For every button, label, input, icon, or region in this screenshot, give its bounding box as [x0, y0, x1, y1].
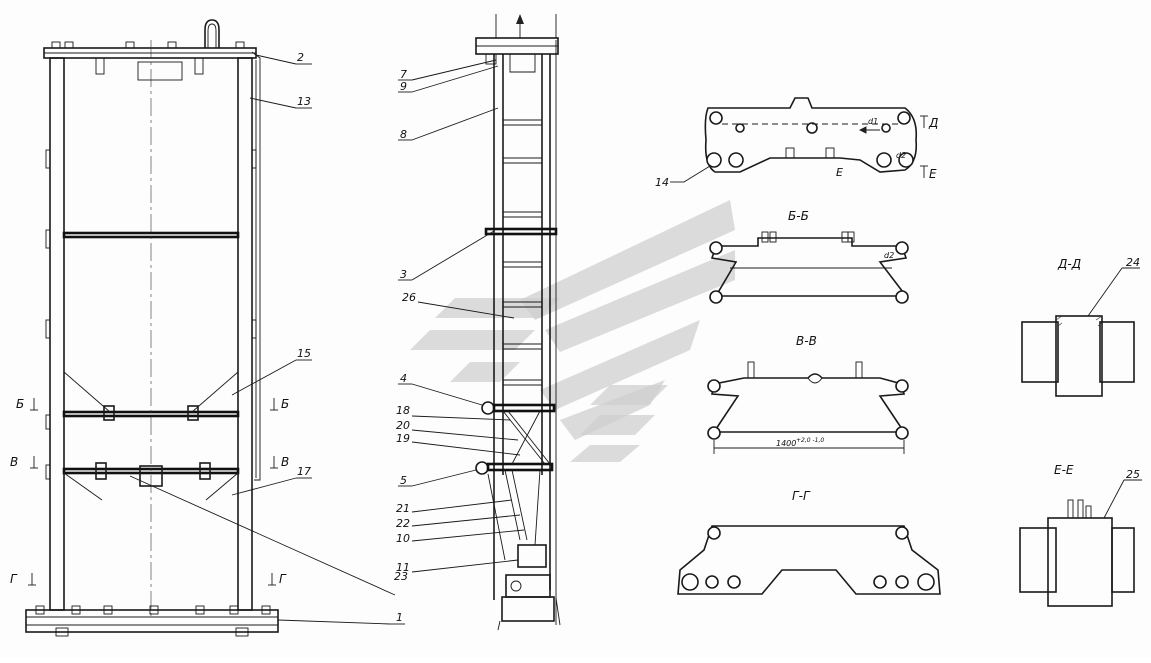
section-mark-v-left: В: [10, 455, 18, 469]
section-mark-g-left: Г: [10, 572, 18, 586]
section-bb: Б-Б d2: [709, 209, 909, 304]
callout-3: 3: [400, 268, 407, 281]
section-mark-b-right: Б: [281, 397, 289, 411]
callout-20: 20: [396, 419, 410, 432]
pin-joint-4: [481, 401, 495, 415]
lifting-eye: [204, 19, 220, 48]
callout-23: 23: [394, 570, 408, 583]
top-plate-detail: Д Е Е d1 d2 14: [655, 97, 938, 189]
callout-2: 2: [297, 51, 304, 64]
callout-21: 21: [396, 502, 410, 515]
watermark-logo: [410, 200, 735, 462]
callout-24: 24: [1126, 256, 1140, 269]
section-mark-e: Е: [929, 167, 937, 181]
callout-13: 13: [297, 95, 311, 108]
callout-11: 11: [396, 561, 410, 574]
section-title-vv: В-В: [796, 334, 817, 348]
side-view: [475, 14, 561, 631]
callout-26: 26: [402, 291, 416, 304]
section-title-gg: Г-Г: [792, 489, 811, 503]
section-mark-g-right: Г: [279, 572, 287, 586]
callout-5: 5: [400, 474, 407, 487]
dim-vv-tolerance: +2,0 -1,0: [796, 437, 824, 444]
callout-15: 15: [297, 347, 311, 360]
section-mark-b-left: Б: [16, 397, 24, 411]
section-title-dd: Д-Д: [1057, 257, 1081, 271]
dim-d2-bb: d2: [884, 251, 894, 260]
section-title-ee: Е-Е: [1054, 463, 1074, 477]
dim-d2-top: d2: [896, 151, 906, 160]
lower-block: [517, 544, 547, 568]
pin-joint-5: [475, 461, 489, 475]
dim-vv-width: 1400: [776, 439, 796, 448]
callout-22: 22: [396, 517, 410, 530]
callout-17: 17: [297, 465, 311, 478]
section-ee: Е-Е 25: [1019, 463, 1142, 607]
section-mark-e-small: Е: [836, 166, 843, 179]
dim-d1: d1: [868, 117, 878, 126]
callouts-side: 7 9 8 3 26 4 18 20 19 5 21 22 10 11: [396, 59, 525, 574]
callout-10: 10: [396, 532, 410, 545]
section-gg: Г-Г: [677, 489, 941, 595]
callout-18: 18: [396, 404, 410, 417]
callout-8: 8: [400, 128, 407, 141]
callout-4: 4: [400, 372, 407, 385]
section-mark-v-right: В: [281, 455, 289, 469]
base-frame: [25, 609, 279, 633]
callout-7: 7: [400, 68, 407, 81]
section-markers-front: Б Б В В Г Г: [10, 397, 289, 586]
callout-25: 25: [1126, 468, 1140, 481]
callout-19: 19: [396, 432, 410, 445]
front-view: [25, 19, 279, 637]
section-dd: Д-Д 24: [1021, 256, 1140, 397]
section-title-bb: Б-Б: [788, 209, 809, 223]
callout-1: 1: [396, 611, 403, 624]
section-mark-d: Д: [928, 116, 938, 130]
callouts-front: 2 13 15 17 23 1: [129, 51, 408, 625]
callout-14: 14: [655, 176, 669, 189]
section-vv: В-В 1400 +2,0 -1,0: [707, 334, 909, 454]
callout-9: 9: [400, 80, 407, 93]
left-column: [49, 57, 65, 611]
